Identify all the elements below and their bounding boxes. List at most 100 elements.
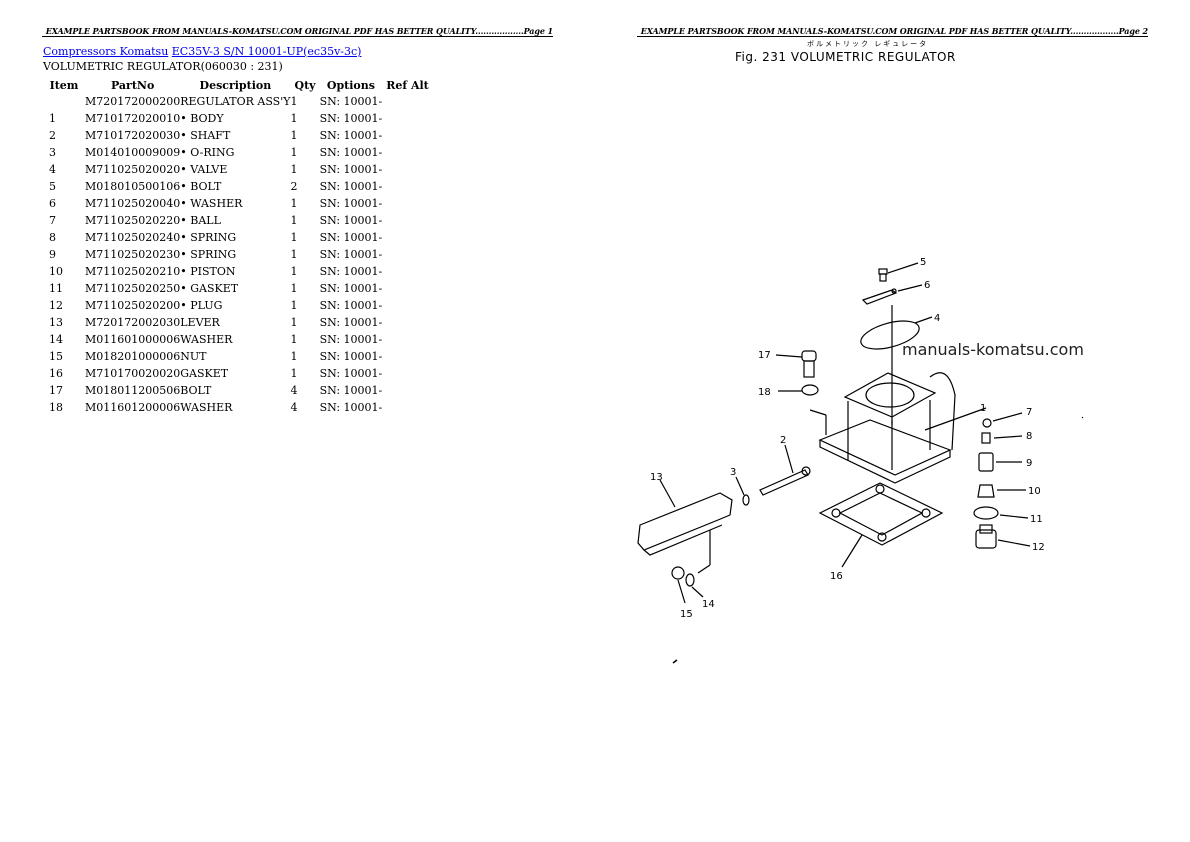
cell-refalt [382,178,433,195]
bolt-17-part: 17 [758,350,817,378]
cell-options: SN: 10001- [319,316,383,329]
figure-title-japanese: ボルメトリック レギュレータ [807,40,929,48]
body-1-part: 1 [809,372,986,484]
plug-12-part: 12 [975,524,1045,553]
cell-refalt [382,399,433,416]
parts-list-page: EXAMPLE PARTSBOOK FROM MANUALS-KOMATSU.C… [42,26,553,416]
svg-text:18: 18 [758,387,771,398]
cell-options: SN: 10001- [319,248,383,261]
cell-refalt [382,144,433,161]
cell-item [43,93,85,110]
cell-item: 4 [49,163,56,176]
cell-qty: 1 [290,197,298,210]
cell-description: BOLT [180,384,212,397]
valve-4-part: 4 [860,305,940,425]
exploded-parts-diagram: 5 6 4 17 18 [630,245,1110,675]
cell-item: 3 [49,146,56,159]
cell-refalt [382,365,433,382]
col-header-item: Item [49,78,79,92]
gasket-16-part: 16 [818,482,944,582]
cell-description: • O-RING [180,146,235,159]
piston-10-part: 10 [977,484,1041,498]
cell-qty: 1 [290,129,298,142]
cell-partno: M011601200006 [85,401,181,414]
svg-text:14: 14 [702,599,715,610]
cell-partno: M018011200506 [85,384,181,397]
cell-item: 12 [49,299,63,312]
cell-qty: 1 [290,248,298,261]
breadcrumb-link-model[interactable]: EC35V-3 S/N 10001-UP(ec35v-3c) [171,45,362,58]
svg-text:6: 6 [924,280,930,291]
svg-text:10: 10 [1028,486,1041,497]
cell-item: 7 [49,214,56,227]
cell-qty: 2 [290,180,298,193]
cell-qty: 1 [290,316,298,329]
cell-qty: 1 [290,112,298,125]
cell-refalt [382,195,433,212]
cell-refalt [382,348,433,365]
cell-partno: M711025020020 [85,163,181,176]
cell-partno: M018010500106 [85,180,181,193]
header-divider [637,36,1148,37]
col-header-qty: Qty [294,78,316,92]
cell-item: 1 [49,112,56,125]
washer-6-part: 6 [861,280,930,305]
svg-text:2: 2 [780,435,786,446]
cell-item: 14 [49,333,63,346]
shaft-2-part: 2 [759,435,811,496]
cell-partno: M014010009009 [85,146,181,159]
cell-options: SN: 10001- [319,197,383,210]
cell-description: LEVER [180,316,220,329]
cell-description: • PISTON [180,265,236,278]
cell-partno: M018201000006 [85,350,181,363]
cell-options: SN: 10001- [319,214,383,227]
cell-options: SN: 10001- [319,384,383,397]
svg-text:5: 5 [920,257,926,268]
cell-partno: M710172020030 [85,129,181,142]
cell-description: GASKET [180,367,229,380]
spring-9-part: 9 [978,452,1032,472]
breadcrumb: Compressors Komatsu EC35V-3 S/N 10001-UP… [43,45,361,58]
page-header: EXAMPLE PARTSBOOK FROM MANUALS-KOMATSU.C… [45,26,553,36]
cell-item: 17 [49,384,63,397]
svg-text:11: 11 [1030,514,1043,525]
cell-item: 13 [49,316,63,329]
cell-partno: M720172000200 [85,95,181,108]
cell-refalt [382,382,433,399]
header-divider [42,36,553,37]
cell-refalt [382,93,433,110]
svg-text:7: 7 [1026,407,1032,418]
cell-description: • BALL [180,214,221,227]
spring-8-part: 8 [981,431,1032,444]
cell-qty: 1 [290,367,298,380]
cell-refalt [382,127,433,144]
washer-14-part: 14 [685,573,715,610]
cell-partno: M711025020220 [85,214,181,227]
figure-title: Fig. 231 VOLUMETRIC REGULATOR [735,50,956,64]
cell-qty: 1 [290,146,298,159]
svg-text:4: 4 [934,313,940,324]
cell-options: SN: 10001- [319,401,383,414]
cell-partno: M711025020210 [85,265,181,278]
cell-description: REGULATOR ASS'Y [180,95,291,108]
breadcrumb-link-category[interactable]: Compressors Komatsu [43,45,169,58]
gasket-11-part: 11 [973,506,1043,525]
svg-text:12: 12 [1032,542,1045,553]
cell-qty: 1 [290,95,298,108]
cell-options: SN: 10001- [319,163,383,176]
cell-description: • SPRING [180,248,237,261]
cell-options: SN: 10001- [319,231,383,244]
